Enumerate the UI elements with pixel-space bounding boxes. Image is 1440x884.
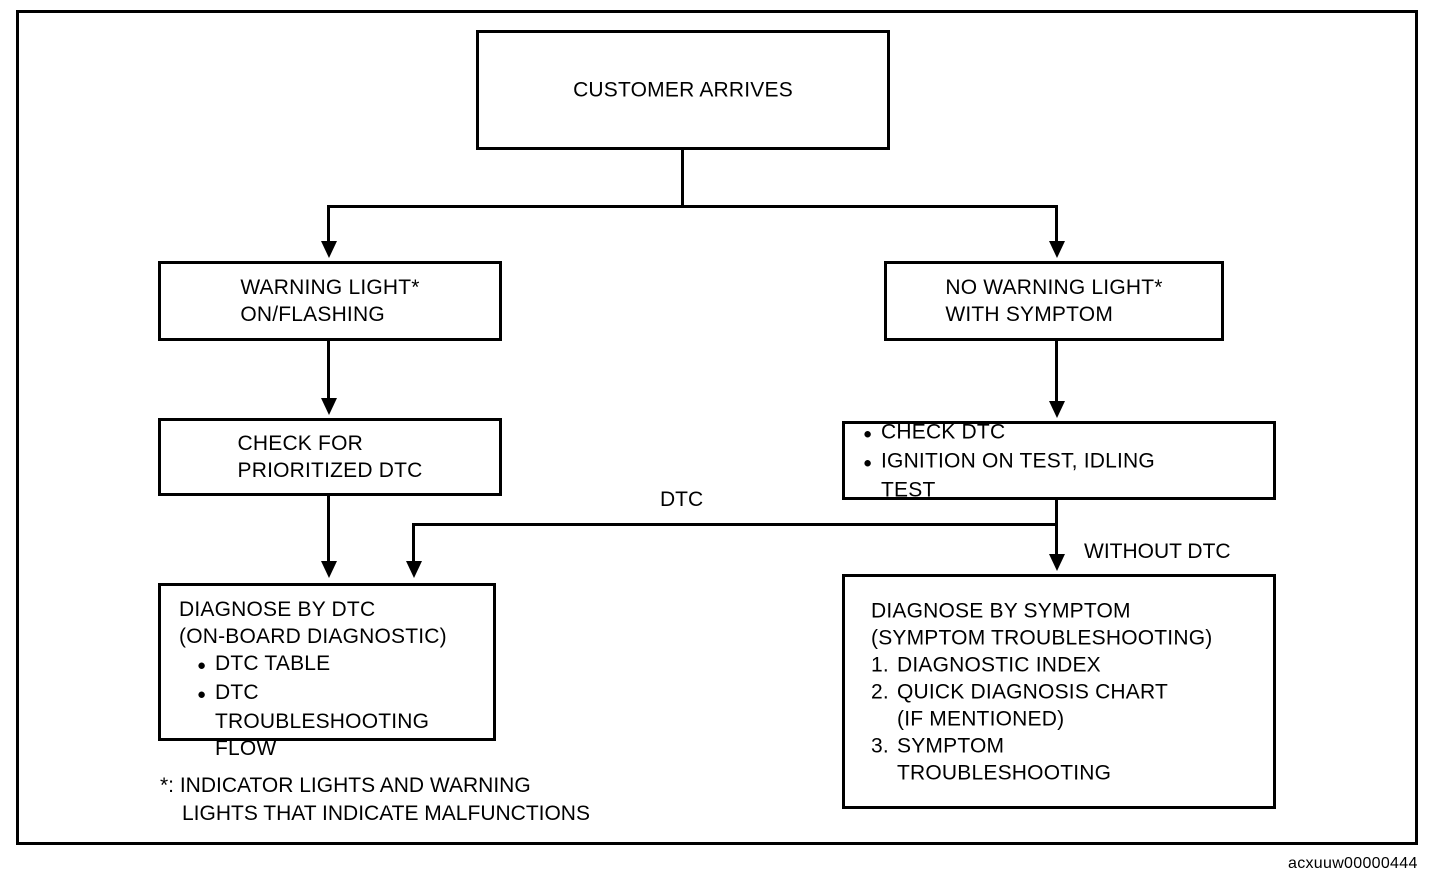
node-diagnose-by-dtc-line-2: (ON-BOARD DIAGNOSTIC): [179, 625, 447, 648]
node-diagnose-by-symptom-item-3: SYMPTOM: [897, 734, 1005, 757]
connector-dtc-horizontal: [412, 523, 1058, 526]
node-diagnose-by-symptom-item-2: QUICK DIAGNOSIS CHART: [897, 680, 1169, 703]
node-warning-light-line-1: WARNING LIGHT*: [240, 276, 420, 299]
footnote-line-1: *: INDICATOR LIGHTS AND WARNING: [160, 774, 531, 797]
node-no-warning-light-line-2: WITH SYMPTOM: [945, 303, 1114, 326]
node-diagnose-by-dtc-bullet-1: DTC TABLE: [215, 652, 331, 675]
node-diagnose-by-symptom-item-2-number: 2.: [871, 680, 889, 703]
connector-no-warning-to-check-dtc: [1055, 341, 1058, 403]
node-check-dtc-bullet-2: IGNITION ON TEST, IDLING: [881, 449, 1155, 472]
list-item: ● DTC: [179, 679, 485, 708]
footnote: *: INDICATOR LIGHTS AND WARNING LIGHTS T…: [160, 772, 590, 828]
node-diagnose-by-symptom-item-3-number: 3.: [871, 734, 889, 757]
footnote-line-2: LIGHTS THAT INDICATE MALFUNCTIONS: [182, 802, 590, 825]
arrowhead-icon: [321, 241, 337, 258]
list-item: ● IGNITION ON TEST, IDLING: [863, 447, 1265, 476]
connector-split-horizontal: [327, 205, 1058, 208]
node-warning-light-line-2: ON/FLASHING: [240, 303, 385, 326]
connector-check-dtc-down: [1055, 500, 1058, 526]
arrowhead-icon: [406, 561, 422, 578]
node-diagnose-by-dtc-line-1: DIAGNOSE BY DTC: [179, 598, 376, 621]
arrowhead-icon: [321, 561, 337, 578]
bullet-icon: ●: [863, 425, 873, 442]
list-item: 2. QUICK DIAGNOSIS CHART: [871, 678, 1265, 705]
node-check-prioritized-dtc: CHECK FOR PRIORITIZED DTC: [158, 418, 502, 496]
connector-split-left-down: [327, 205, 330, 243]
edge-label-dtc: DTC: [660, 488, 704, 511]
bullet-icon: ●: [197, 657, 207, 674]
list-item: 3. SYMPTOM: [871, 732, 1265, 759]
node-diagnose-by-symptom: DIAGNOSE BY SYMPTOM (SYMPTOM TROUBLESHOO…: [842, 574, 1276, 809]
node-no-warning-light: NO WARNING LIGHT* WITH SYMPTOM: [884, 261, 1224, 341]
arrowhead-icon: [1049, 241, 1065, 258]
node-customer-arrives: CUSTOMER ARRIVES: [476, 30, 890, 150]
arrowhead-icon: [1049, 554, 1065, 571]
node-diagnose-by-dtc-bullet-2-continued-1: TROUBLESHOOTING: [215, 710, 430, 733]
figure-caption: acxuuw00000444: [1288, 855, 1418, 872]
node-diagnose-by-symptom-line-1: DIAGNOSE BY SYMPTOM: [871, 599, 1131, 622]
list-item: 1. DIAGNOSTIC INDEX: [871, 651, 1265, 678]
node-no-warning-light-line-1: NO WARNING LIGHT*: [945, 276, 1163, 299]
node-diagnose-by-dtc-bullet-2: DTC: [215, 681, 259, 704]
list-item: ● CHECK DTC: [863, 418, 1265, 447]
node-diagnose-by-symptom-item-2-continued: (IF MENTIONED): [897, 707, 1065, 730]
connector-customer-down: [681, 150, 684, 207]
connector-check-prioritized-to-diagnose-dtc: [327, 496, 330, 563]
list-item: ● DTC TABLE: [179, 650, 485, 679]
node-diagnose-by-symptom-item-3-continued: TROUBLESHOOTING: [897, 761, 1112, 784]
node-diagnose-by-symptom-item-1: DIAGNOSTIC INDEX: [897, 653, 1101, 676]
node-check-dtc: ● CHECK DTC ● IGNITION ON TEST, IDLING T…: [842, 418, 1276, 501]
bullet-icon: ●: [863, 454, 873, 471]
node-diagnose-by-dtc: DIAGNOSE BY DTC (ON-BOARD DIAGNOSTIC) ● …: [158, 583, 496, 760]
node-diagnose-by-symptom-item-1-number: 1.: [871, 653, 889, 676]
arrowhead-icon: [1049, 401, 1065, 418]
node-diagnose-by-symptom-line-2: (SYMPTOM TROUBLESHOOTING): [871, 626, 1213, 649]
connector-warning-to-check-prioritized: [327, 341, 330, 400]
node-check-prioritized-dtc-line-1: CHECK FOR: [237, 432, 363, 455]
arrowhead-icon: [321, 398, 337, 415]
node-check-dtc-bullet-1: CHECK DTC: [881, 420, 1006, 443]
node-customer-arrives-line-1: CUSTOMER ARRIVES: [573, 78, 793, 102]
bullet-icon: ●: [197, 686, 207, 703]
connector-split-right-down: [1055, 205, 1058, 243]
node-check-dtc-bullet-2-continued: TEST: [881, 478, 936, 501]
diagram-frame: [16, 10, 1418, 845]
node-warning-light: WARNING LIGHT* ON/FLASHING: [158, 261, 502, 341]
node-diagnose-by-dtc-bullet-2-continued-2: FLOW: [215, 737, 277, 760]
edge-label-without-dtc: WITHOUT DTC: [1084, 540, 1231, 563]
connector-dtc-to-diagnose-dtc: [412, 523, 415, 563]
connector-without-dtc-to-diagnose-symptom: [1055, 523, 1058, 556]
node-check-prioritized-dtc-line-2: PRIORITIZED DTC: [237, 459, 423, 482]
